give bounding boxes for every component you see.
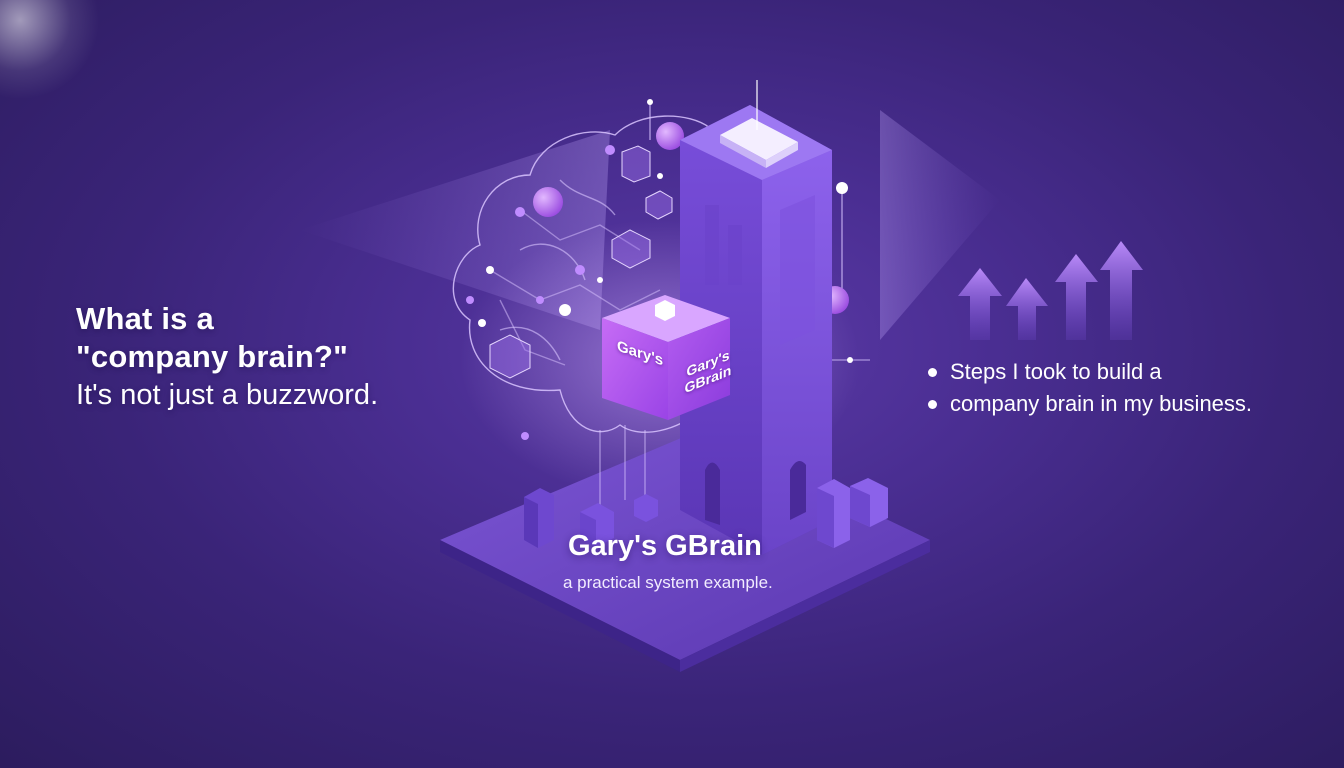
tower [680, 80, 832, 555]
platform-blocks [524, 478, 888, 548]
up-arrow-icon [1055, 254, 1098, 340]
growth-arrows [958, 241, 1143, 340]
up-arrow-icon [1006, 278, 1048, 340]
bullet-dot-icon [928, 400, 937, 409]
center-subtitle: a practical system example. [563, 573, 773, 592]
center-title: Gary's GBrain [568, 530, 762, 562]
glass-cubes [489, 145, 673, 379]
up-arrow-icon [958, 268, 1002, 340]
bullet-item: Steps I took to build a [924, 356, 1324, 388]
heading-line-1: What is a [76, 301, 214, 336]
gbrain-cube [602, 295, 730, 420]
bullet-text: Steps I took to build a [950, 359, 1162, 384]
intro-text: What is a "company brain?" It's not just… [76, 300, 496, 414]
heading-line-2: "company brain?" [76, 339, 349, 374]
bullet-dot-icon [928, 368, 937, 377]
subheading-line: It's not just a buzzword. [76, 379, 379, 411]
right-light-beam [880, 110, 1000, 340]
steps-bullet-list: Steps I took to build a company brain in… [924, 356, 1324, 420]
up-arrow-icon [1100, 241, 1143, 340]
bullet-item: company brain in my business. [924, 388, 1324, 420]
bullet-text: company brain in my business. [950, 391, 1253, 416]
